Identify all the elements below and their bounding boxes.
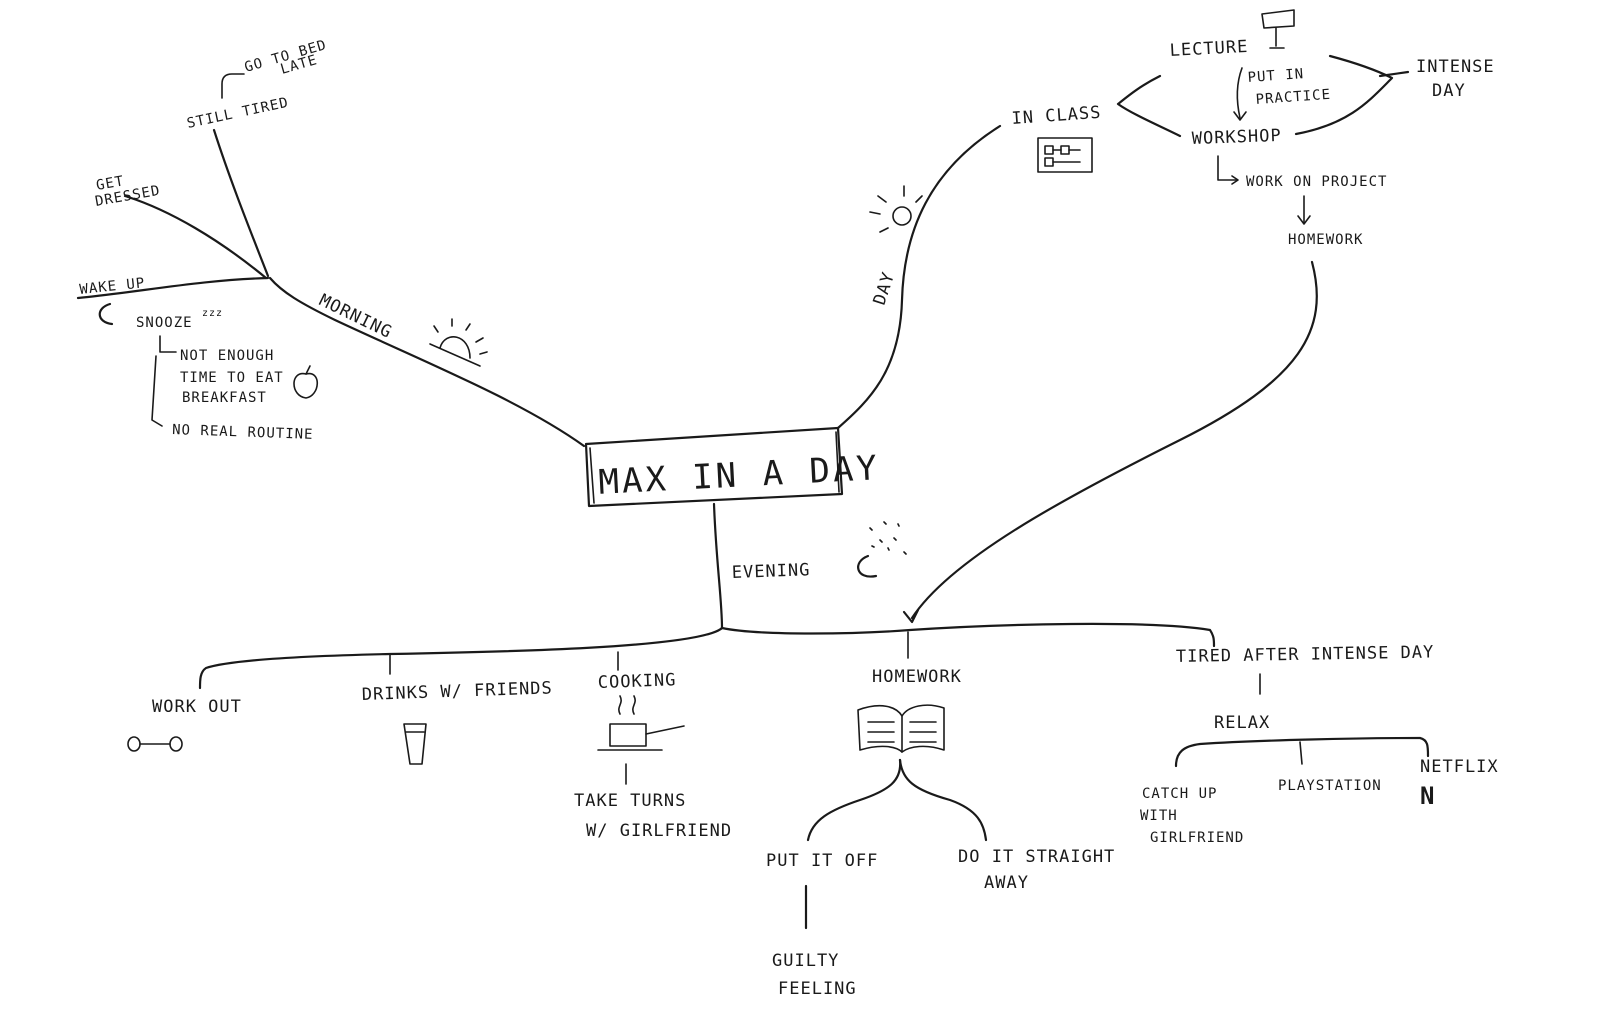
catch-up-2: WITH bbox=[1140, 808, 1178, 824]
zzz: zzz bbox=[202, 308, 223, 319]
wake-up: WAKE UP bbox=[79, 275, 146, 298]
not-enough-3: BREAKFAST bbox=[182, 390, 267, 406]
netflix-logo-icon: N bbox=[1420, 782, 1435, 810]
classroom-board-icon bbox=[1037, 137, 1093, 173]
drinks-with-friends: DRINKS W/ FRIENDS bbox=[361, 678, 553, 705]
evening-connector bbox=[712, 502, 724, 630]
netflix: NETFLIX bbox=[1420, 757, 1499, 777]
not-enough-2: TIME TO EAT bbox=[180, 370, 284, 386]
put-in-practice-2: PRACTICE bbox=[1255, 87, 1331, 108]
apple-icon bbox=[293, 365, 319, 399]
cooking: COOKING bbox=[597, 670, 676, 693]
guilty-2: FEELING bbox=[778, 979, 857, 999]
evening-branch: EVENING WORK OUT DRINKS W/ FRIENDS COOKI… bbox=[127, 502, 1499, 999]
day-label: DAY bbox=[870, 269, 899, 307]
tired-after-intense-day: TIRED AFTER INTENSE DAY bbox=[1176, 642, 1435, 667]
put-in-practice-1: PUT IN bbox=[1247, 66, 1305, 86]
no-real-routine: NO REAL ROUTINE bbox=[172, 422, 314, 443]
sunrise-icon bbox=[429, 318, 488, 367]
not-enough-1: NOT ENOUGH bbox=[180, 348, 274, 364]
day-connector bbox=[836, 124, 1002, 430]
wake-up-connector bbox=[76, 276, 270, 300]
in-class: IN CLASS bbox=[1011, 103, 1102, 129]
get-dressed-connector bbox=[123, 194, 268, 280]
moon-icon bbox=[98, 302, 114, 326]
intense-day-1: INTENSE bbox=[1416, 57, 1495, 77]
morning-branch: MORNING STILL TIRED GO TO BED LATE GET D… bbox=[76, 37, 586, 448]
intense-day-2: DAY bbox=[1432, 81, 1466, 101]
lecture: LECTURE bbox=[1169, 37, 1249, 61]
dumbbell-icon bbox=[127, 736, 183, 752]
cooking-pot-icon bbox=[597, 695, 685, 751]
work-out: WORK OUT bbox=[152, 697, 242, 717]
snooze: SNOOZE bbox=[136, 315, 193, 331]
day-branch: DAY IN CLASS LECTURE PUT IN PRACTICE WOR… bbox=[836, 9, 1495, 624]
open-book-icon bbox=[857, 704, 945, 753]
evening-homework: HOMEWORK bbox=[872, 667, 962, 687]
catch-up-1: CATCH UP bbox=[1142, 786, 1217, 802]
take-turns-2: W/ GIRLFRIEND bbox=[586, 821, 732, 841]
get-dressed-1: GET bbox=[95, 173, 126, 194]
guilty-1: GUILTY bbox=[772, 951, 839, 971]
put-it-off: PUT IT OFF bbox=[766, 851, 878, 871]
day-homework: HOMEWORK bbox=[1288, 232, 1363, 248]
catch-up-3: GIRLFRIEND bbox=[1150, 830, 1244, 846]
playstation: PLAYSTATION bbox=[1278, 778, 1382, 794]
still-tired-connector bbox=[212, 128, 270, 278]
take-turns-1: TAKE TURNS bbox=[574, 791, 686, 811]
homework-arrow bbox=[910, 260, 1318, 620]
work-on-project: WORK ON PROJECT bbox=[1246, 174, 1387, 190]
do-it-1: DO IT STRAIGHT bbox=[958, 847, 1115, 867]
morning-connector bbox=[268, 276, 586, 448]
sun-icon bbox=[869, 185, 923, 233]
relax: RELAX bbox=[1214, 713, 1270, 733]
still-tired: STILL TIRED bbox=[186, 95, 291, 132]
moon-stars-icon bbox=[857, 521, 907, 578]
evening-label: EVENING bbox=[731, 560, 810, 583]
drink-glass-icon bbox=[403, 723, 427, 765]
workshop: WORKSHOP bbox=[1191, 126, 1282, 149]
projector-screen-icon bbox=[1261, 9, 1295, 49]
center-node[interactable]: MAX IN A DAY bbox=[584, 426, 881, 508]
do-it-2: AWAY bbox=[984, 873, 1029, 893]
